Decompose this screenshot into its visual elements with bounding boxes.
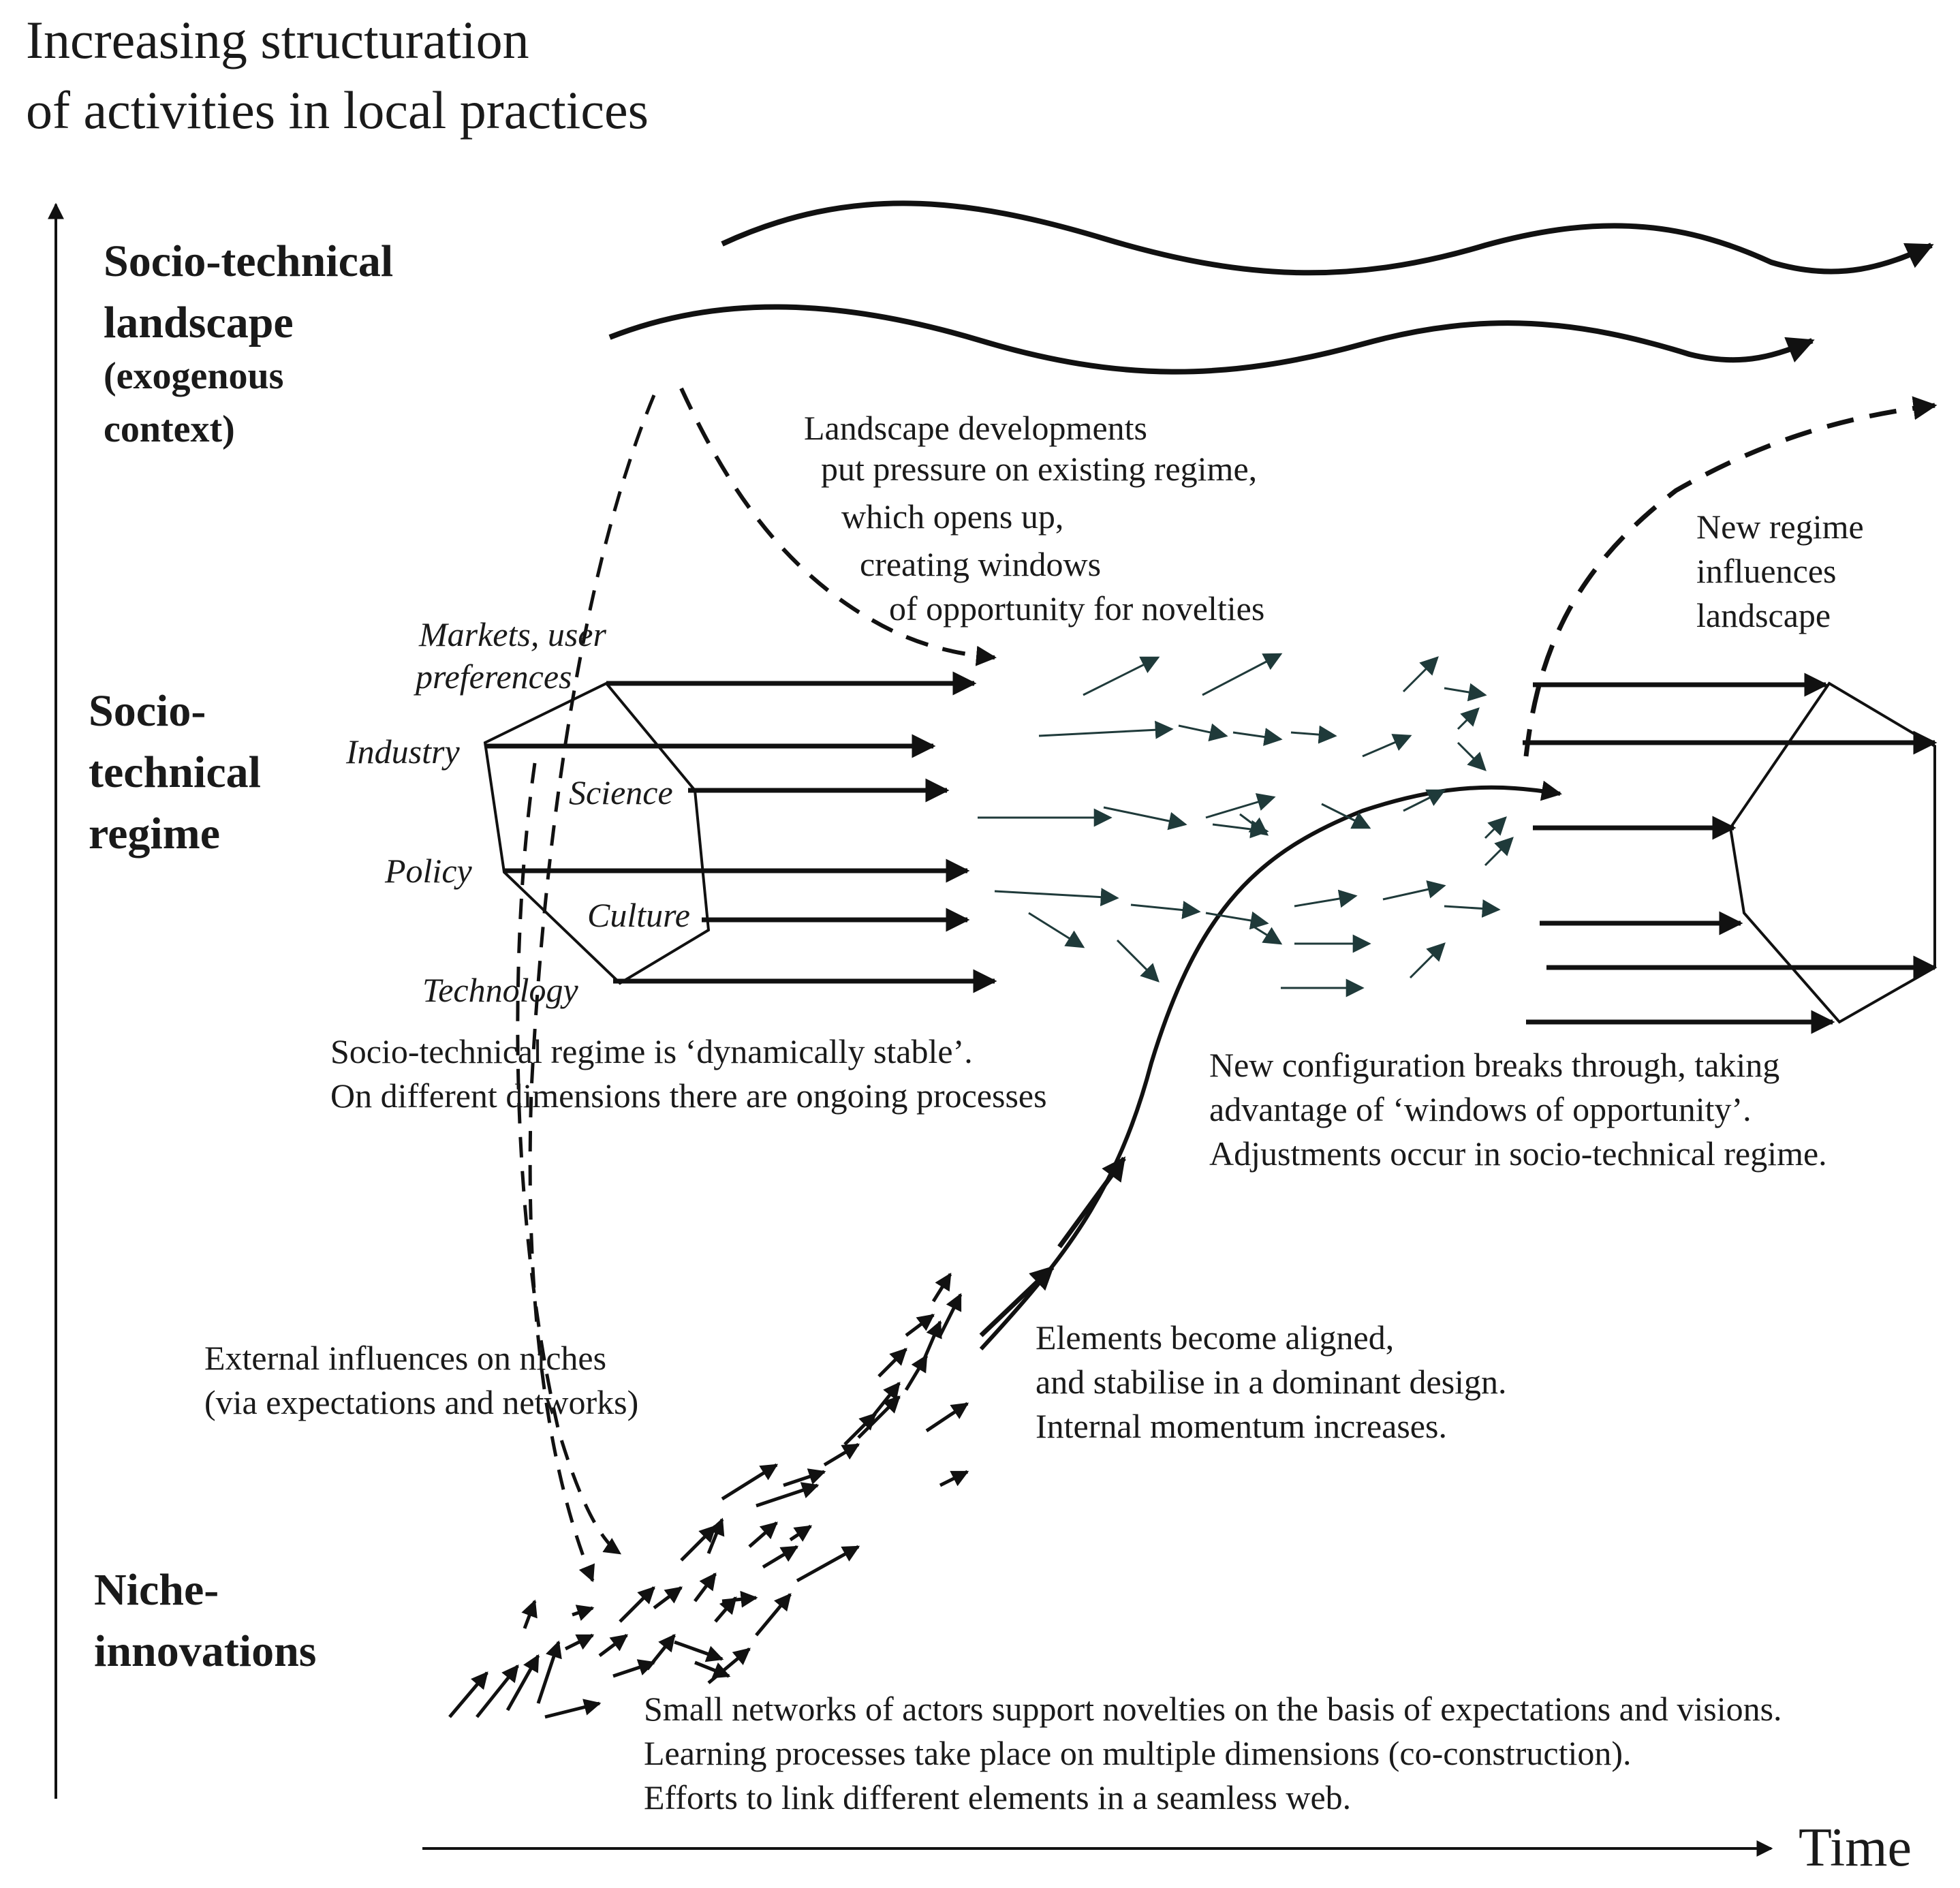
landscape-label: Socio-technical landscape xyxy=(104,236,405,347)
annotation-regime-stable: Socio-technical regime is ‘dynamically s… xyxy=(330,1032,1047,1115)
annotation-breakthrough-line-1: New configuration breaks through, taking xyxy=(1209,1046,1779,1084)
dimension-culture: Culture xyxy=(587,896,690,934)
external-influence-curve-1 xyxy=(528,394,656,1583)
transition-arrows xyxy=(978,653,1514,997)
regime-label-line-1: Socio- xyxy=(89,686,206,736)
new-regime-hexagon xyxy=(1728,681,1936,1024)
annotation-new-regime: New regime influences landscape xyxy=(1696,508,1872,634)
annotation-small-networks-line-3: Efforts to link different elements in a … xyxy=(644,1778,1351,1816)
annotation-external-line-2: (via expectations and networks) xyxy=(204,1383,638,1421)
annotation-external-line-1: External influences on niches xyxy=(204,1339,606,1377)
annotation-breakthrough: New configuration breaks through, taking… xyxy=(1209,1046,1827,1173)
dimension-technology: Technology xyxy=(422,971,578,1009)
niche-curve-arrow-1 xyxy=(1057,1156,1126,1249)
landscape-sublabel: (exogenous context) xyxy=(104,355,293,450)
annotation-new-regime-line-2: influences xyxy=(1696,552,1836,590)
time-label: Time xyxy=(1799,1818,1912,1878)
annotation-new-regime-line-1: New regime xyxy=(1696,508,1864,546)
annotation-landscape-pressure-line-5: of opportunity for novelties xyxy=(889,589,1264,628)
annotation-landscape-pressure-line-4: creating windows xyxy=(860,545,1101,583)
landscape-label-line-2: landscape xyxy=(104,298,294,347)
annotation-aligned-line-2: and stabilise in a dominant design. xyxy=(1036,1363,1507,1401)
niche-label-line-2: innovations xyxy=(94,1626,316,1676)
dimension-science: Science xyxy=(569,773,673,811)
y-axis-title-line-2: of activities in local practices xyxy=(26,80,649,140)
annotation-regime-stable-line-2: On different dimensions there are ongoin… xyxy=(330,1077,1047,1115)
dimension-markets-line-1: Markets, user xyxy=(418,615,606,653)
annotation-small-networks-line-1: Small networks of actors support novelti… xyxy=(644,1690,1782,1728)
landscape-wave-lower xyxy=(608,304,1815,375)
landscape-sublabel-line-1: (exogenous xyxy=(104,355,283,397)
dimension-markets: Markets, user preferences xyxy=(414,615,615,696)
annotation-external: External influences on niches (via expec… xyxy=(204,1339,638,1421)
y-axis-title-line-1: Increasing structuration xyxy=(26,10,529,69)
annotation-small-networks-line-2: Learning processes take place on multipl… xyxy=(644,1734,1632,1772)
annotation-landscape-pressure-line-1: Landscape developments xyxy=(804,409,1147,447)
dimension-markets-line-2: preferences xyxy=(414,657,572,696)
old-regime-arrows xyxy=(485,671,997,993)
y-axis-title: Increasing structuration of activities i… xyxy=(26,10,649,140)
regime-label: Socio- technical regime xyxy=(89,686,272,858)
annotation-regime-stable-line-1: Socio-technical regime is ‘dynamically s… xyxy=(330,1032,973,1070)
annotation-aligned-line-3: Internal momentum increases. xyxy=(1036,1407,1447,1445)
external-influence-curve-2 xyxy=(516,762,622,1556)
dimension-policy: Policy xyxy=(384,852,473,890)
dimension-industry: Industry xyxy=(345,732,460,771)
regime-label-line-2: technical xyxy=(89,747,261,797)
niche-curve-arrow-2 xyxy=(979,1265,1055,1337)
landscape-sublabel-line-2: context) xyxy=(104,408,235,450)
niche-label: Niche- innovations xyxy=(94,1565,316,1676)
landscape-label-line-1: Socio-technical xyxy=(104,236,393,286)
annotation-landscape-pressure: Landscape developments put pressure on e… xyxy=(804,409,1266,628)
annotation-breakthrough-line-3: Adjustments occur in socio-technical reg… xyxy=(1209,1134,1827,1173)
annotation-small-networks: Small networks of actors support novelti… xyxy=(644,1690,1790,1816)
niche-breakthrough-curve xyxy=(979,780,1562,1351)
annotation-landscape-pressure-line-2: put pressure on existing regime, xyxy=(821,450,1257,488)
landscape-wave-upper xyxy=(721,200,1934,276)
niche-label-line-1: Niche- xyxy=(94,1565,219,1615)
annotation-aligned-line-1: Elements become aligned, xyxy=(1036,1318,1394,1357)
annotation-new-regime-line-3: landscape xyxy=(1696,596,1831,634)
landscape-wave-dashed xyxy=(1523,396,1938,757)
landscape-pressure-arrow xyxy=(679,387,997,666)
annotation-aligned: Elements become aligned, and stabilise i… xyxy=(1036,1318,1515,1445)
new-regime-arrows xyxy=(1523,672,1938,1034)
annotation-breakthrough-line-2: advantage of ‘windows of opportunity’. xyxy=(1209,1090,1752,1128)
niche-arrows xyxy=(448,1272,969,1719)
annotation-landscape-pressure-line-3: which opens up, xyxy=(841,497,1063,536)
regime-label-line-3: regime xyxy=(89,809,220,858)
